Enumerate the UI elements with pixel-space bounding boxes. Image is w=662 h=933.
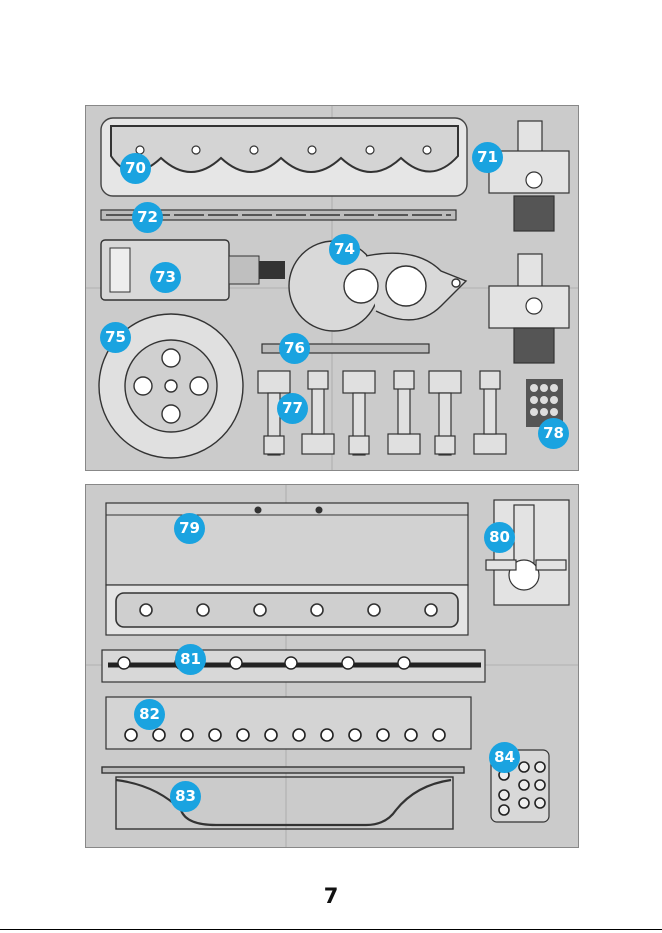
part-78-label: 78 (538, 418, 569, 449)
part-70-shape (101, 118, 467, 196)
part-72-label: 72 (132, 202, 163, 233)
part-74-label: 74 (329, 234, 360, 265)
sprue-sheet-bottom: 79 80 81 82 84 83 (85, 484, 579, 848)
part-73-label: 73 (150, 262, 181, 293)
part-84-label: 84 (489, 742, 520, 773)
part-70-label: 70 (120, 153, 151, 184)
part-71-label: 71 (472, 142, 503, 173)
part-79-label: 79 (174, 513, 205, 544)
part-83-label: 83 (170, 781, 201, 812)
part-75-label: 75 (100, 322, 131, 353)
part-83-shape (102, 767, 464, 829)
part-80-label: 80 (484, 522, 515, 553)
part-82-label: 82 (134, 699, 165, 730)
sprue-sheet-top: 70 71 72 73 74 75 76 77 78 (85, 105, 579, 471)
part-73-shape (101, 240, 285, 300)
page-bottom-rule (0, 929, 662, 930)
page-number: 7 (0, 884, 662, 908)
part-76-label: 76 (279, 333, 310, 364)
part-77-label: 77 (277, 393, 308, 424)
part-81-shape (102, 650, 485, 682)
part-81-label: 81 (175, 644, 206, 675)
part-79-shape (106, 503, 468, 635)
part-74-shape (289, 241, 466, 331)
